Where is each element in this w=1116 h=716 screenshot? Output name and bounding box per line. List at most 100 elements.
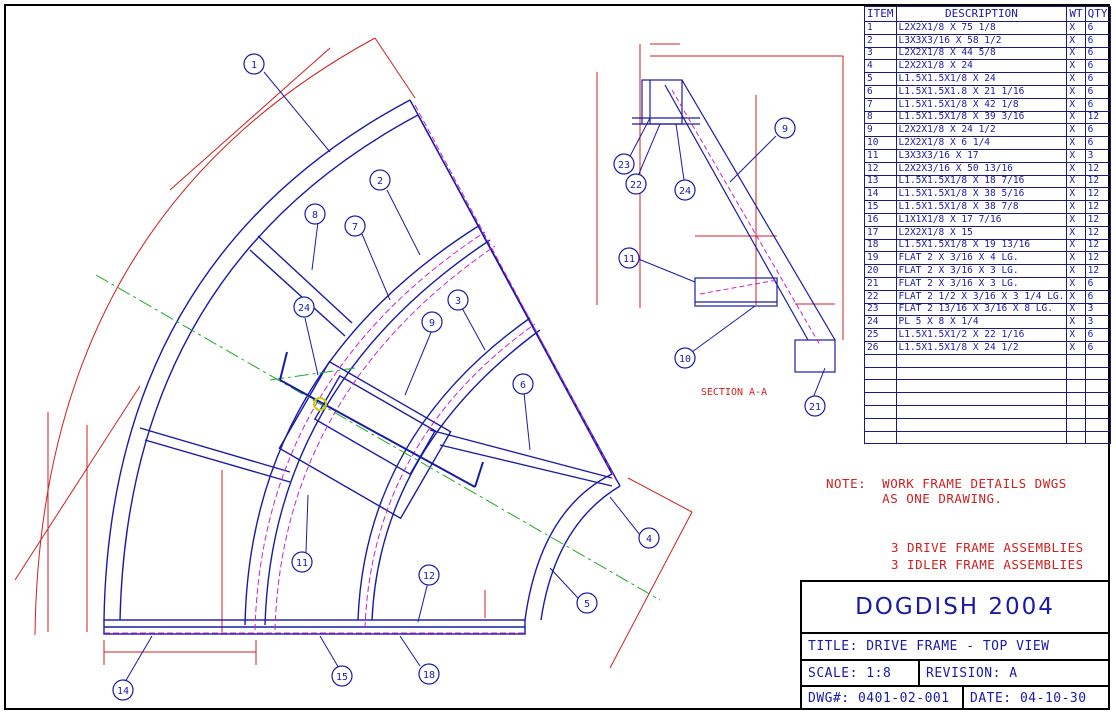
bom-cell-item: 13: [864, 174, 897, 189]
bom-cell-description: FLAT 2 X 3/16 X 3 LG.: [895, 264, 1068, 278]
callout-1: 1: [243, 53, 265, 75]
bom-cell-qty: 12: [1084, 212, 1111, 227]
member-diag-left-2: [144, 439, 291, 483]
bom-cell-qty: 6: [1084, 46, 1111, 61]
svg-text:14: 14: [117, 686, 129, 697]
bom-cell-qty: 6: [1084, 21, 1111, 35]
dim-ext-3: [627, 477, 693, 513]
bom-cell-qty: 3: [1084, 302, 1111, 317]
bom-cell-empty: [864, 379, 897, 394]
bom-cell-wt: X: [1066, 110, 1086, 125]
svg-text:5: 5: [584, 599, 590, 610]
bom-cell-qty: 6: [1084, 72, 1111, 86]
bom-cell-empty: [1066, 379, 1086, 394]
bom-cell-empty: [1084, 379, 1111, 394]
bom-cell-description: FLAT 2 13/16 X 3/16 X 8 LG.: [895, 302, 1068, 317]
bom-cell-item: 3: [864, 46, 897, 61]
bom-cell-empty: [895, 353, 1068, 368]
bom-cell-wt: X: [1066, 340, 1086, 355]
sec-foot-21: [794, 339, 836, 373]
svg-text:4: 4: [646, 534, 652, 545]
bom-cell-item: 20: [864, 264, 897, 278]
callout-15: 15: [331, 665, 353, 687]
frame-members: [103, 99, 621, 635]
bom-cell-item: 9: [864, 123, 897, 138]
bom-cell-description: L1.5X1.5X1/8 X 39 3/16: [895, 110, 1068, 125]
bom-header-item: ITEM: [864, 6, 897, 22]
bom-cell-description: L1.5X1.5X1/8 X 19 13/16: [895, 238, 1068, 253]
title-block: DOGDISH 2004 TITLE: DRIVE FRAME - TOP VI…: [800, 580, 1110, 710]
bom-cell-description: L2X2X1/8 X 15: [895, 225, 1068, 240]
bom-cell-empty: [864, 417, 897, 432]
hidden-arc-2: [274, 245, 496, 631]
bom-cell-empty: [895, 430, 1068, 445]
bom-cell-empty: [1066, 404, 1086, 419]
bom-cell-qty: 12: [1084, 264, 1111, 278]
svg-text:9: 9: [782, 124, 788, 135]
svg-text:10: 10: [679, 354, 691, 365]
dim-extension: [374, 37, 416, 99]
bom-cell-wt: X: [1066, 187, 1086, 202]
bom-cell-item: 17: [864, 225, 897, 240]
bom-cell-description: L1.5X1.5X1/8 X 18 7/16: [895, 174, 1068, 189]
bom-cell-item: 23: [864, 302, 897, 317]
hidden-arc-3: [364, 323, 536, 629]
bom-cell-description: L1.5X1.5X1/8 X 24: [895, 72, 1068, 86]
bolt-mark: [313, 397, 327, 411]
svg-text:2: 2: [377, 176, 383, 187]
bom-cell-item: 5: [864, 72, 897, 86]
callout-4: 4: [638, 527, 660, 549]
bom-cell-wt: X: [1066, 123, 1086, 138]
svg-text:15: 15: [336, 672, 348, 683]
bom-cell-empty: [864, 366, 897, 381]
svg-text:24: 24: [298, 303, 310, 314]
bom-cell-qty: 12: [1084, 174, 1111, 189]
dwg-number: DWG#: 0401-02-001: [802, 687, 964, 710]
bom-cell-empty: [1066, 417, 1086, 432]
bom-cell-item: 12: [864, 161, 897, 176]
bom-cell-qty: 6: [1084, 136, 1111, 150]
bom-cell-wt: X: [1066, 264, 1086, 278]
inner-arc-2: [371, 329, 541, 621]
bom-cell-empty: [895, 366, 1068, 381]
hidden-arc-1: [254, 231, 486, 631]
table-row-empty: [864, 353, 1111, 368]
svg-text:18: 18: [423, 670, 435, 681]
bom-cell-qty: 6: [1084, 289, 1111, 304]
dimension-lines: [14, 37, 844, 669]
bom-header-description: DESCRIPTION: [895, 6, 1068, 22]
bom-cell-wt: X: [1066, 148, 1086, 163]
bom-cell-description: L1.5X1.5X1/8 X 38 5/16: [895, 187, 1068, 202]
title-row: TITLE: DRIVE FRAME - TOP VIEW: [802, 632, 1108, 659]
sec-angle-11: [694, 277, 778, 307]
bom-cell-description: L2X2X1/8 X 75 1/8: [895, 21, 1068, 35]
bom-cell-description: FLAT 2 X 3/16 X 4 LG.: [895, 251, 1068, 266]
callout-balloons: 1 2 3 4 5 6 7 8 9 11 12 14 15 18 24 9 10…: [112, 53, 826, 701]
bom-cell-item: 14: [864, 187, 897, 202]
bom-cell-empty: [895, 404, 1068, 419]
bom-cell-item: 4: [864, 59, 897, 74]
scale-row: SCALE: 1:8 REVISION: A: [802, 659, 1108, 685]
table-row-empty: [864, 417, 1111, 432]
bom-cell-description: L1.5X1.5X1/8 X 38 7/8: [895, 200, 1068, 214]
dim-arc-outer: [34, 37, 376, 636]
sec-leg-inner: [664, 84, 809, 341]
hidden-lines: [104, 104, 617, 634]
bom-cell-item: 22: [864, 289, 897, 304]
middle-arc-1: [244, 224, 481, 626]
bom-cell-wt: X: [1066, 84, 1086, 99]
bom-cell-qty: 12: [1084, 251, 1111, 266]
bom-cell-empty: [895, 392, 1068, 406]
bom-cell-item: 16: [864, 212, 897, 227]
sec-hidden-leg: [671, 89, 821, 346]
callout-24-section: 24: [674, 179, 696, 201]
svg-text:11: 11: [623, 254, 635, 265]
svg-text:24: 24: [679, 186, 691, 197]
scale-value: SCALE: 1:8: [802, 661, 920, 685]
